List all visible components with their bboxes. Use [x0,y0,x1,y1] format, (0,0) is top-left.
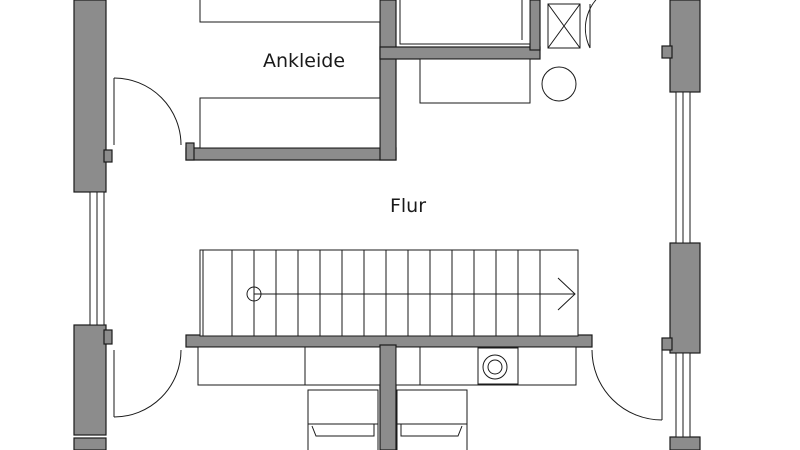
bathroom-door-swing [584,0,597,49]
hallway-label: Flur [390,195,426,217]
dressing-room-door-swing [113,77,182,146]
stair-bottom-wall [185,334,593,450]
dressing-room-walls [185,0,541,161]
bed-left [307,389,379,450]
bath-fixture [399,0,531,45]
toilet-fixture [541,66,577,102]
bed-right [396,389,468,450]
lower-right-door-swing [591,349,663,421]
right-window-lower [675,352,691,438]
dressing-room-label: Ankleide [263,50,345,72]
right-exterior-wall [661,0,701,450]
vanity-counter [419,58,531,104]
wardrobe-top [199,0,381,23]
washing-machine [477,347,519,385]
left-window [89,191,105,326]
wardrobe-bottom [199,97,381,149]
right-window-upper [675,91,691,244]
lower-left-door-swing [113,349,182,418]
staircase [199,249,579,337]
lower-left-cabinet [197,346,381,386]
left-exterior-wall [73,0,113,450]
